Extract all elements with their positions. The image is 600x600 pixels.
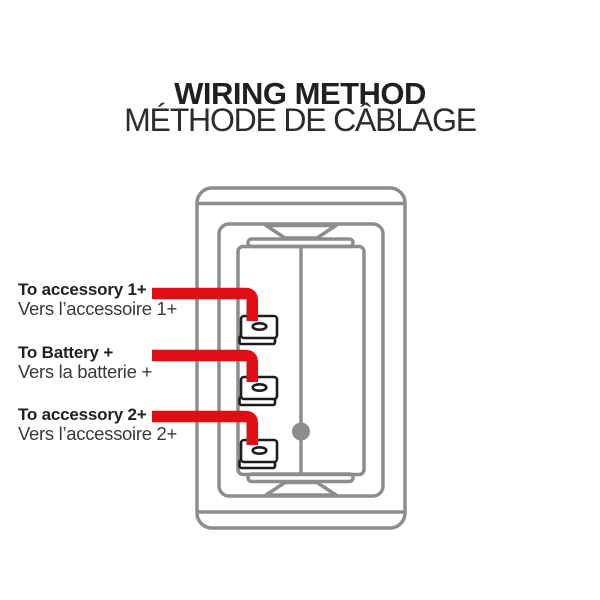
terminal-accessory-2 xyxy=(238,438,279,470)
label-accessory-2: To accessory 2+ Vers l’accessoire 2+ xyxy=(18,406,238,444)
wire-accessory-2 xyxy=(152,410,258,445)
terminal-accessory-1 xyxy=(238,314,279,346)
terminal-slot-icon xyxy=(251,382,268,392)
page-title: WIRING METHOD xyxy=(174,76,426,111)
page-subtitle: MÉTHODE DE CÂBLAGE xyxy=(124,102,477,138)
terminal-slot-icon xyxy=(251,445,268,455)
terminal-battery xyxy=(238,375,279,407)
rocker-top-tab xyxy=(264,223,338,240)
label-accessory-1-fr: Vers l’accessoire 1+ xyxy=(18,298,178,319)
rocker-bottom-tab xyxy=(264,480,338,497)
label-accessory-2-en: To accessory 2+ xyxy=(18,405,147,424)
label-accessory-2-fr: Vers l’accessoire 2+ xyxy=(18,423,178,444)
label-accessory-1: To accessory 1+ Vers l’accessoire 1+ xyxy=(18,281,238,319)
wire-accessory-1 xyxy=(152,287,258,321)
label-battery-fr: Vers la batterie + xyxy=(18,361,152,382)
pivot-dot xyxy=(292,422,310,441)
label-battery: To Battery + Vers la batterie + xyxy=(18,344,238,382)
wires xyxy=(152,287,258,445)
label-accessory-1-en: To accessory 1+ xyxy=(18,280,147,299)
label-battery-en: To Battery + xyxy=(18,343,114,362)
wire-battery xyxy=(152,349,258,382)
terminal-slot-icon xyxy=(251,321,268,331)
